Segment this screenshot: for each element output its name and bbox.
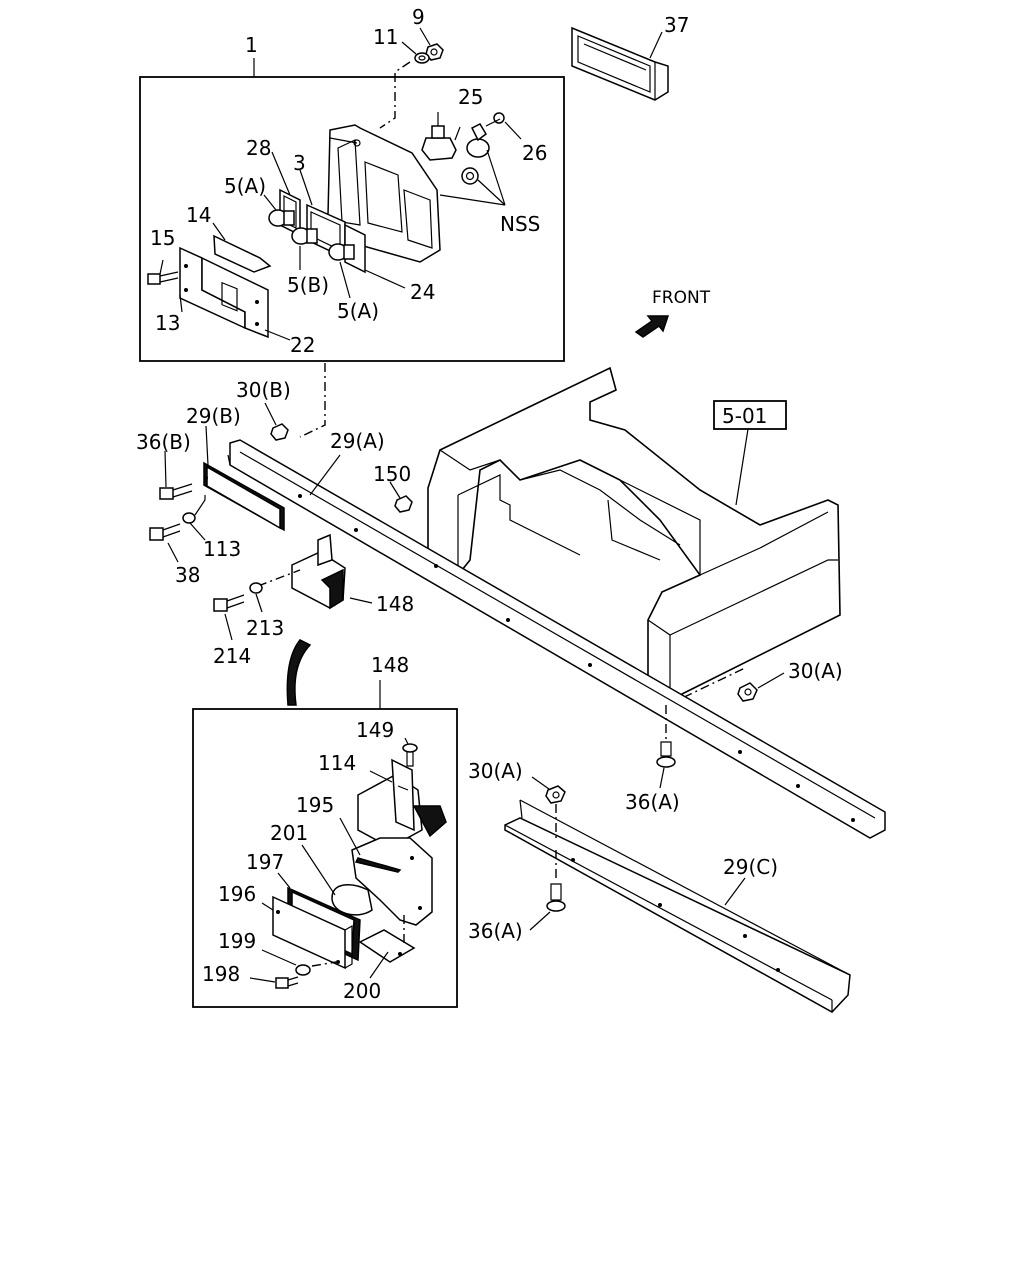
bolt-36a-mid: 36(A) xyxy=(625,705,680,814)
nut-30a-mid: 30(A) xyxy=(468,759,566,842)
frame-body xyxy=(427,366,841,701)
screw-15 xyxy=(147,259,179,285)
front-label: FRONT xyxy=(652,288,711,308)
bracket-114: 114 xyxy=(318,751,447,843)
callout-197: 197 xyxy=(246,850,284,874)
callout-148: 148 xyxy=(376,592,414,616)
detail-box-lamp-assembly: 1 25 26 28 3 5(A) 14 15 NSS 5(B) 24 5(A)… xyxy=(139,33,565,362)
callout-30a-mid: 30(A) xyxy=(468,759,523,783)
front-indicator: FRONT xyxy=(634,288,711,338)
callout-214: 214 xyxy=(213,644,251,668)
callout-24: 24 xyxy=(410,280,435,304)
screw-149: 149 xyxy=(356,718,418,767)
callout-113: 113 xyxy=(203,537,241,561)
detail-pointer-arrow xyxy=(286,639,312,706)
callout-1: 1 xyxy=(245,33,258,57)
callout-199: 199 xyxy=(218,929,256,953)
reference-box: 5-01 xyxy=(713,400,787,506)
bolt-38: 38 xyxy=(149,523,200,587)
nut-30b: 30(B) xyxy=(236,378,291,441)
nut-washer-9-11: 9 11 xyxy=(373,5,444,64)
screw-198: 198 xyxy=(202,962,299,989)
callout-37: 37 xyxy=(664,13,689,37)
callout-200: 200 xyxy=(343,979,381,1003)
socket-25 xyxy=(421,112,457,161)
callout-148-box: 148 xyxy=(371,653,409,677)
callout-36a-low: 36(A) xyxy=(468,919,523,943)
callout-5b: 5(B) xyxy=(287,273,329,297)
bracket-200: 200 xyxy=(343,915,416,1003)
callout-36b: 36(B) xyxy=(136,430,191,454)
nut-30a-right: 30(A) xyxy=(737,659,843,702)
callout-15: 15 xyxy=(150,226,175,250)
washer-213: 213 xyxy=(246,582,284,640)
callout-213: 213 xyxy=(246,616,284,640)
connector-26 xyxy=(466,112,505,158)
callout-30b: 30(B) xyxy=(236,378,291,402)
nss-grommet xyxy=(461,167,479,185)
nut-150: 150 xyxy=(373,462,413,513)
washer-113: 113 xyxy=(182,495,241,561)
lamp-lens xyxy=(179,234,272,339)
callout-201: 201 xyxy=(270,821,308,845)
callout-5a-top: 5(A) xyxy=(224,174,266,198)
bolt-214: 214 xyxy=(213,594,251,668)
callout-114: 114 xyxy=(318,751,356,775)
callout-149: 149 xyxy=(356,718,394,742)
detail-box-side-lamp: 148 149 114 195 xyxy=(192,653,458,1008)
bolt-36a-low: 36(A) xyxy=(468,850,566,943)
callout-5a-bottom: 5(A) xyxy=(337,299,379,323)
callout-14: 14 xyxy=(186,203,211,227)
callout-29b: 29(B) xyxy=(186,404,241,428)
callout-13: 13 xyxy=(155,311,180,335)
callout-11: 11 xyxy=(373,25,398,49)
bulb-201: 201 xyxy=(270,821,373,916)
callout-25: 25 xyxy=(458,85,483,109)
callout-29c: 29(C) xyxy=(723,855,778,879)
callout-22: 22 xyxy=(290,333,315,357)
side-lamp-148: 148 xyxy=(257,533,414,616)
callout-30a-right: 30(A) xyxy=(788,659,843,683)
ref-box-label: 5-01 xyxy=(722,404,767,428)
callout-150: 150 xyxy=(373,462,411,486)
callout-9: 9 xyxy=(412,5,425,29)
bulb-set xyxy=(268,209,355,261)
callout-29a: 29(A) xyxy=(330,429,385,453)
callout-195: 195 xyxy=(296,793,334,817)
item-37-housing: 37 xyxy=(571,13,689,101)
plate-29b: 29(B) xyxy=(186,404,285,532)
callout-38: 38 xyxy=(175,563,200,587)
callout-36a-mid: 36(A) xyxy=(625,790,680,814)
lens-196: 196 xyxy=(218,882,353,970)
housing-195: 195 xyxy=(296,793,433,926)
callout-nss: NSS xyxy=(500,212,540,236)
callout-196: 196 xyxy=(218,882,256,906)
washer-199: 199 xyxy=(218,929,337,976)
callout-26: 26 xyxy=(522,141,547,165)
arrow-icon xyxy=(634,315,670,338)
crossmember-29c: 29(C) xyxy=(504,799,851,1013)
callout-198: 198 xyxy=(202,962,240,986)
lamp-housing xyxy=(327,124,441,263)
callout-3: 3 xyxy=(293,151,306,175)
bolt-36b: 36(B) xyxy=(136,430,193,500)
crossmember-29a: 29(A) xyxy=(227,429,886,839)
callout-28: 28 xyxy=(246,136,271,160)
